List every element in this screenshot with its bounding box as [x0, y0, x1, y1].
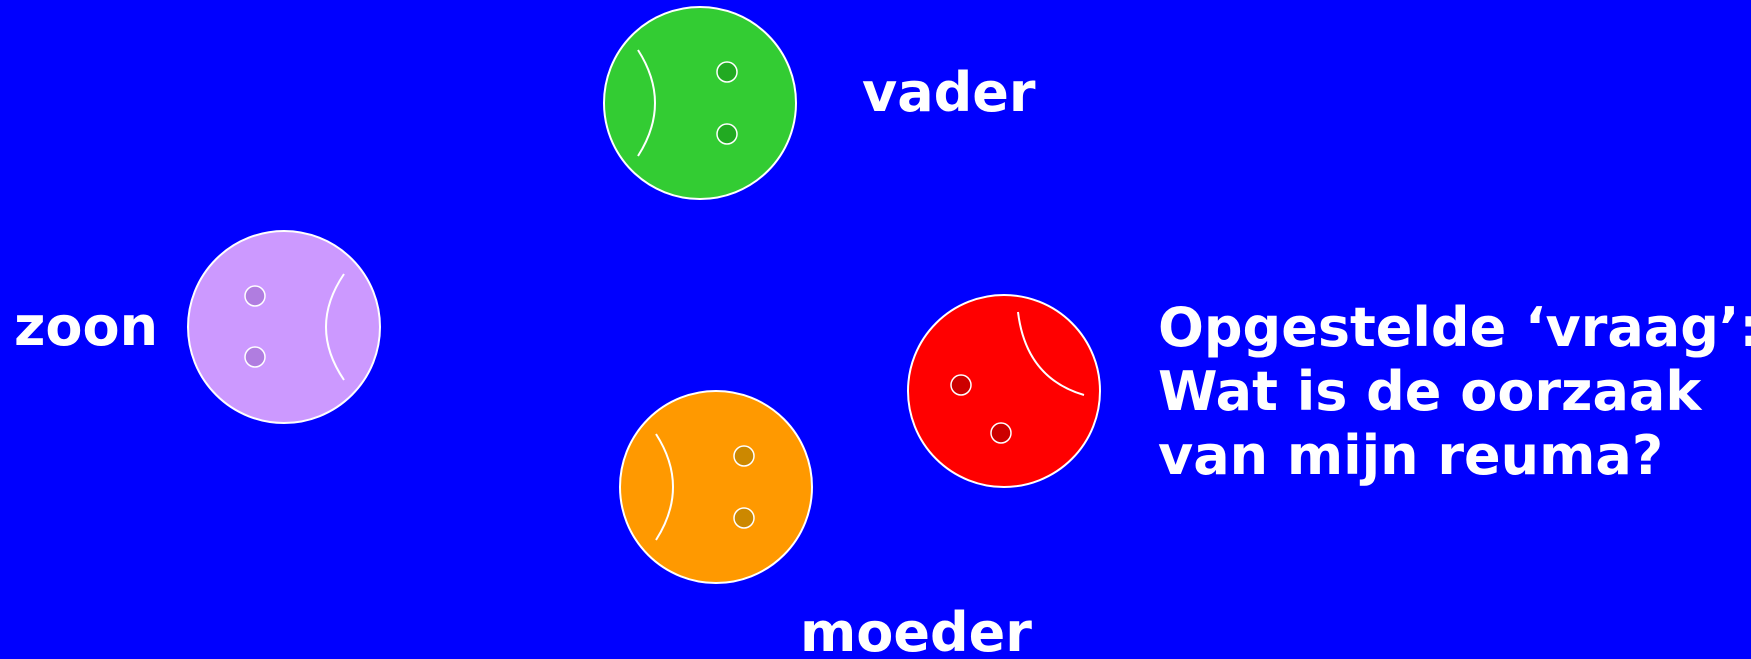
face-moeder-eye-top — [733, 445, 755, 467]
question-line-3: van mijn reuma? — [1158, 424, 1664, 487]
face-zoon-eye-bottom — [244, 346, 266, 368]
label-zoon: zoon — [14, 295, 159, 358]
face-patient — [907, 294, 1101, 488]
question-line-1: Opgestelde ‘vraag’: — [1158, 296, 1751, 359]
face-patient-eye-left — [950, 374, 972, 396]
question-text: Opgestelde ‘vraag’: Wat is de oorzaak va… — [1158, 296, 1751, 488]
label-vader: vader — [862, 61, 1036, 124]
label-moeder: moeder — [800, 601, 1032, 659]
face-vader-mouth — [637, 49, 656, 157]
face-zoon-head — [187, 230, 381, 424]
face-vader-eye-bottom — [716, 123, 738, 145]
face-patient-mouth — [1017, 311, 1085, 396]
face-vader — [603, 6, 797, 200]
face-patient-eye-right — [990, 422, 1012, 444]
face-moeder-mouth — [655, 433, 674, 541]
face-zoon-mouth — [325, 273, 345, 381]
face-vader-head — [603, 6, 797, 200]
face-moeder — [619, 390, 813, 584]
face-moeder-eye-bottom — [733, 507, 755, 529]
question-line-2: Wat is de oorzaak — [1158, 360, 1702, 423]
face-zoon-eye-top — [244, 285, 266, 307]
face-zoon — [187, 230, 381, 424]
face-vader-eye-top — [716, 61, 738, 83]
face-moeder-head — [619, 390, 813, 584]
face-patient-head — [907, 294, 1101, 488]
